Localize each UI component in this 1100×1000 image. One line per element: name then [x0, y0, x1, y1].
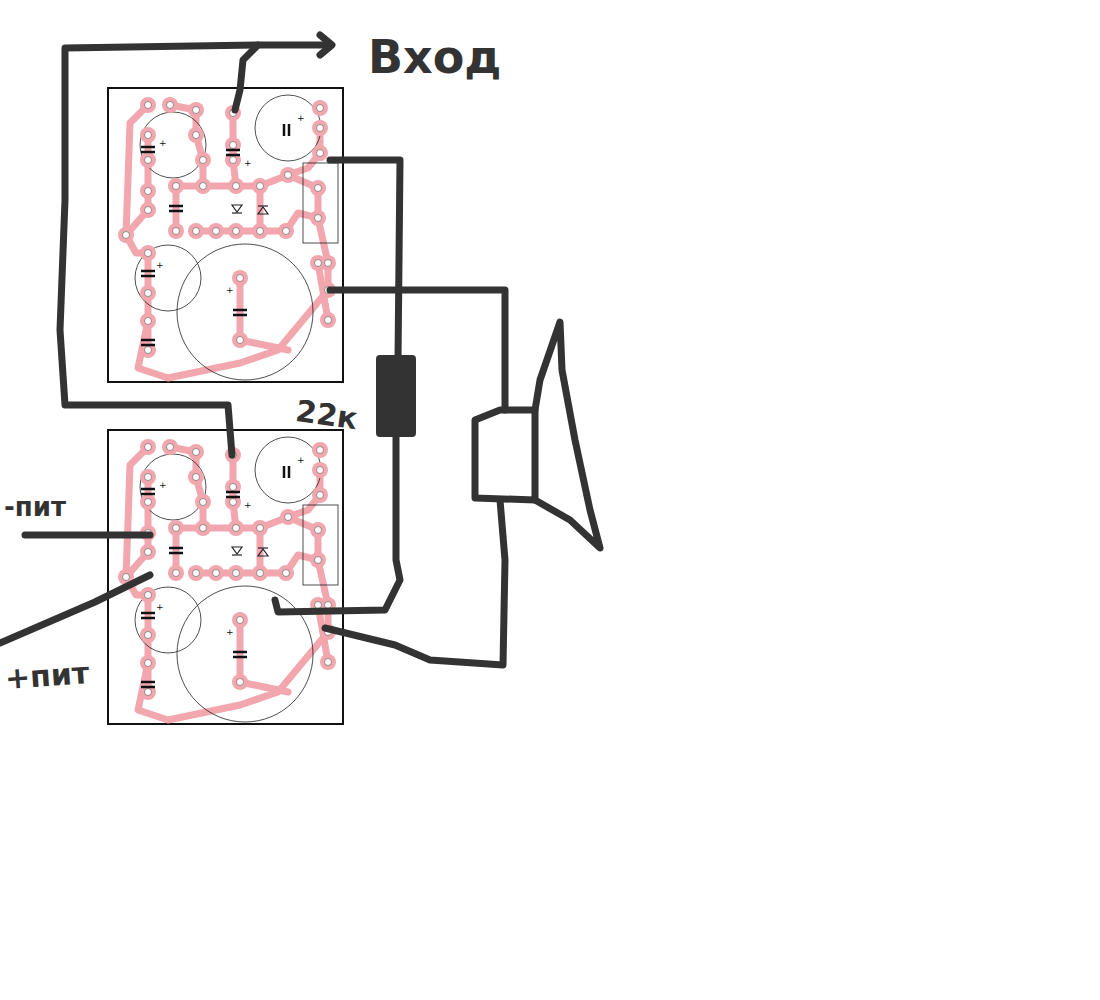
part-value: 22к	[294, 396, 360, 434]
resistor-symbol	[376, 355, 416, 437]
signal-name: Вход	[368, 34, 502, 80]
power-label: -пит	[4, 494, 66, 520]
power-label: +пит	[4, 658, 90, 694]
